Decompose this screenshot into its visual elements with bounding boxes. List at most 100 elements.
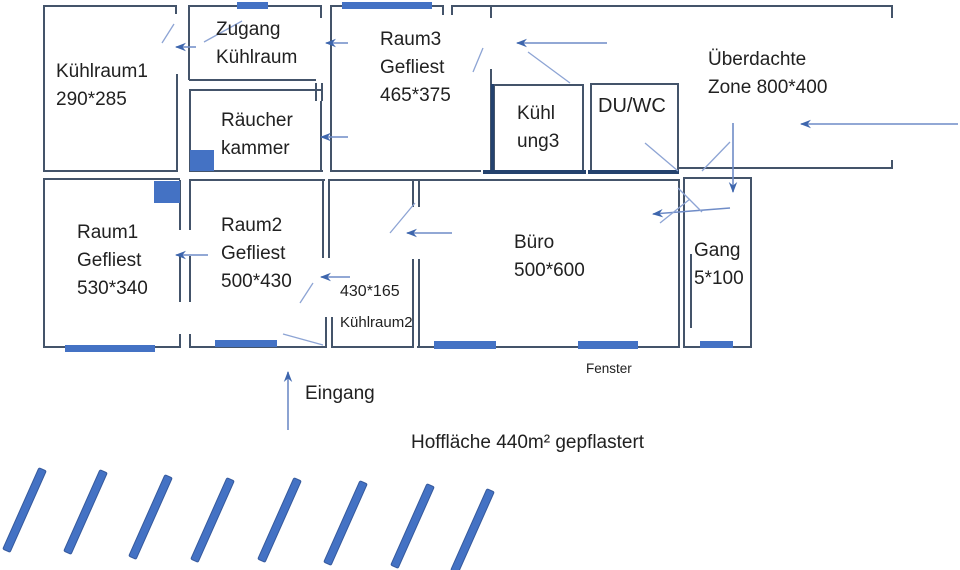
- room-floor: Gefliest: [380, 57, 445, 78]
- room-label-raeucherkammer: Räucher kammer: [221, 107, 293, 163]
- door-swing-kuehlraum1: [161, 23, 175, 44]
- wall-segment: [750, 177, 752, 348]
- label-ueberdachte-zone: Überdachte Zone 800*400: [708, 46, 827, 102]
- zone-dimensions: Zone 800*400: [708, 77, 828, 98]
- wall-segment: [330, 5, 332, 172]
- room-name: Kühlraum1: [56, 61, 148, 82]
- room-name: Räucher: [221, 110, 293, 131]
- door-swing-gang-a: [659, 198, 691, 224]
- wall-segment: [330, 179, 679, 181]
- wall-segment: [189, 180, 191, 230]
- wall-segment: [43, 5, 176, 7]
- wall-segment: [179, 334, 181, 348]
- room-dimensions: 530*340: [77, 278, 148, 299]
- wall-segment: [452, 5, 893, 7]
- room-floor: Gefliest: [77, 250, 142, 271]
- room-label-raum3: Raum3 Gefliest 465*375: [380, 26, 451, 110]
- room-dimensions: 5*100: [694, 268, 744, 289]
- wall-segment: [442, 5, 444, 15]
- wall-segment: [690, 254, 692, 328]
- wall-segment: [412, 179, 414, 207]
- wall-segment: [175, 5, 177, 14]
- wall-segment: [678, 167, 893, 169]
- annotation-text: Fenster: [586, 361, 632, 376]
- room-dimensions: 430*165: [340, 283, 400, 300]
- annotation-text: Hoffläche 440m² gepflastert: [411, 432, 645, 453]
- door-marker: [190, 150, 214, 171]
- paving-hatch-mark: [190, 477, 235, 563]
- window-marker: [700, 341, 733, 348]
- wall-segment-thick: [491, 84, 494, 172]
- wall-segment: [330, 170, 481, 172]
- wall-segment: [188, 5, 190, 80]
- wall-segment: [179, 180, 181, 230]
- door-marker: [154, 181, 180, 203]
- wall-segment: [418, 179, 420, 207]
- wall-segment: [321, 83, 323, 101]
- room-name: Raum2: [221, 215, 283, 236]
- zone-name: Überdachte: [708, 49, 807, 70]
- room-label-duwc: DU/WC: [598, 92, 666, 120]
- wall-segment: [322, 179, 324, 258]
- wall-segment: [328, 179, 330, 258]
- wall-segment: [43, 178, 180, 180]
- paving-hatch-mark: [323, 480, 368, 566]
- window-marker: [578, 341, 638, 349]
- window-marker: [215, 340, 277, 347]
- wall-segment: [189, 334, 191, 348]
- room-label-kuehlung3: Kühl ung3: [517, 100, 559, 156]
- window-marker: [237, 2, 268, 9]
- leader-kuehlung3: [527, 51, 571, 84]
- room-name: DU/WC: [598, 95, 666, 117]
- label-hofflaeche: Hoffläche 440m² gepflastert: [411, 429, 644, 457]
- room-name: kammer: [221, 138, 290, 159]
- wall-segment: [189, 346, 326, 348]
- paving-hatch-mark: [2, 467, 47, 553]
- wall-segment: [683, 177, 752, 179]
- door-swing-raum3: [472, 47, 484, 73]
- paving-hatch-mark: [450, 488, 495, 570]
- wall-segment: [189, 256, 191, 302]
- annotation-text: Eingang: [305, 383, 375, 404]
- wall-segment-thick: [588, 170, 679, 174]
- door-swing-raum2: [299, 282, 314, 304]
- room-name: Kühl: [517, 103, 556, 124]
- wall-segment: [189, 179, 325, 181]
- wall-segment: [179, 256, 181, 302]
- room-name: Kühlraum: [216, 47, 298, 68]
- wall-segment: [189, 89, 191, 172]
- door-swing-buero: [389, 202, 416, 234]
- room-name: Raum3: [380, 29, 442, 50]
- wall-segment: [315, 83, 317, 101]
- wall-segment: [891, 160, 893, 169]
- wall-segment: [320, 5, 322, 18]
- room-label-raum1: Raum1 Gefliest 530*340: [77, 219, 148, 303]
- room-name: Büro: [514, 232, 555, 253]
- wall-segment: [43, 5, 45, 172]
- label-eingang: Eingang: [305, 380, 375, 408]
- wall-segment: [333, 346, 414, 348]
- paving-hatch-mark: [63, 469, 108, 555]
- wall-segment-thick: [483, 170, 586, 174]
- wall-segment: [189, 170, 323, 172]
- wall-segment: [189, 89, 322, 91]
- wall-segment: [320, 101, 322, 172]
- wall-segment: [176, 74, 178, 172]
- paving-hatch-mark: [257, 477, 302, 563]
- wall-segment: [325, 317, 327, 348]
- wall-segment: [678, 179, 680, 348]
- wall-segment: [412, 259, 414, 348]
- room-label-buero: Büro 500*600: [514, 229, 585, 285]
- wall-segment: [683, 177, 685, 348]
- room-floor: Gefliest: [221, 243, 286, 264]
- room-dimensions: 500*430: [221, 271, 292, 292]
- room-dimensions: 465*375: [380, 85, 451, 106]
- window-marker: [434, 341, 496, 349]
- wall-segment: [490, 5, 492, 18]
- wall-segment: [331, 317, 333, 348]
- room-dimensions: 290*285: [56, 89, 127, 110]
- room-label-kuehlraum2: 430*165 Kühlraum2: [340, 281, 413, 334]
- room-name: Gang: [694, 240, 741, 261]
- window-marker: [342, 2, 432, 9]
